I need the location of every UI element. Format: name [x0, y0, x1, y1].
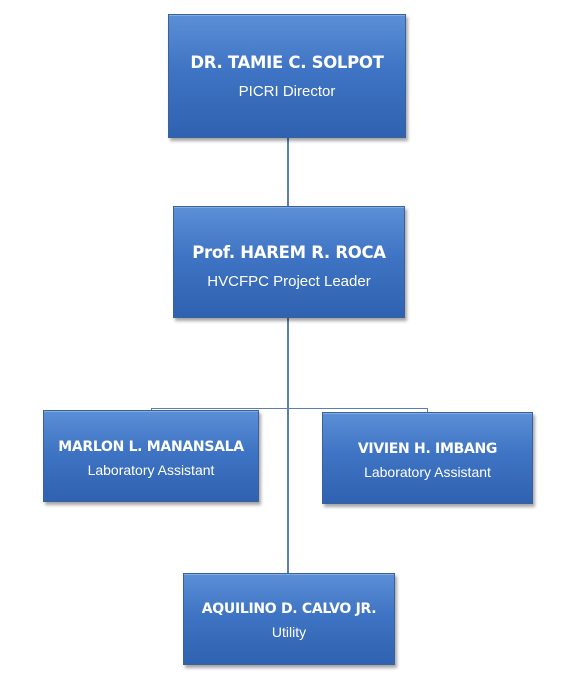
- connector-director-to-leader: [287, 138, 289, 206]
- lab-assistant-right-role: Laboratory Assistant: [364, 464, 491, 480]
- connector-branch-left-drop: [151, 408, 152, 411]
- lab-assistant-right-name: VIVIEN H. IMBANG: [357, 441, 498, 457]
- lab-assistant-right-box: VIVIEN H. IMBANG Laboratory Assistant: [322, 412, 533, 504]
- director-name: DR. TAMIE C. SOLPOT: [190, 53, 384, 72]
- utility-role: Utility: [271, 624, 307, 640]
- project-leader-name: Prof. HAREM R. ROCA: [192, 243, 386, 262]
- director-role: PICRI Director: [238, 83, 336, 100]
- utility-box: AQUILINO D. CALVO JR. Utility: [183, 573, 395, 665]
- project-leader-role: HVCFPC Project Leader: [207, 273, 371, 290]
- lab-assistant-left-box: MARLON L. MANANSALA Laboratory Assistant: [43, 410, 259, 502]
- connector-branch-right-drop: [427, 408, 428, 413]
- utility-name: AQUILINO D. CALVO JR.: [201, 601, 377, 617]
- connector-leader-to-utility: [287, 318, 289, 573]
- lab-assistant-left-name: MARLON L. MANANSALA: [58, 439, 244, 455]
- director-box: DR. TAMIE C. SOLPOT PICRI Director: [168, 14, 406, 138]
- connector-horizontal-branch: [151, 408, 428, 409]
- project-leader-box: Prof. HAREM R. ROCA HVCFPC Project Leade…: [173, 206, 405, 318]
- lab-assistant-left-role: Laboratory Assistant: [87, 462, 215, 478]
